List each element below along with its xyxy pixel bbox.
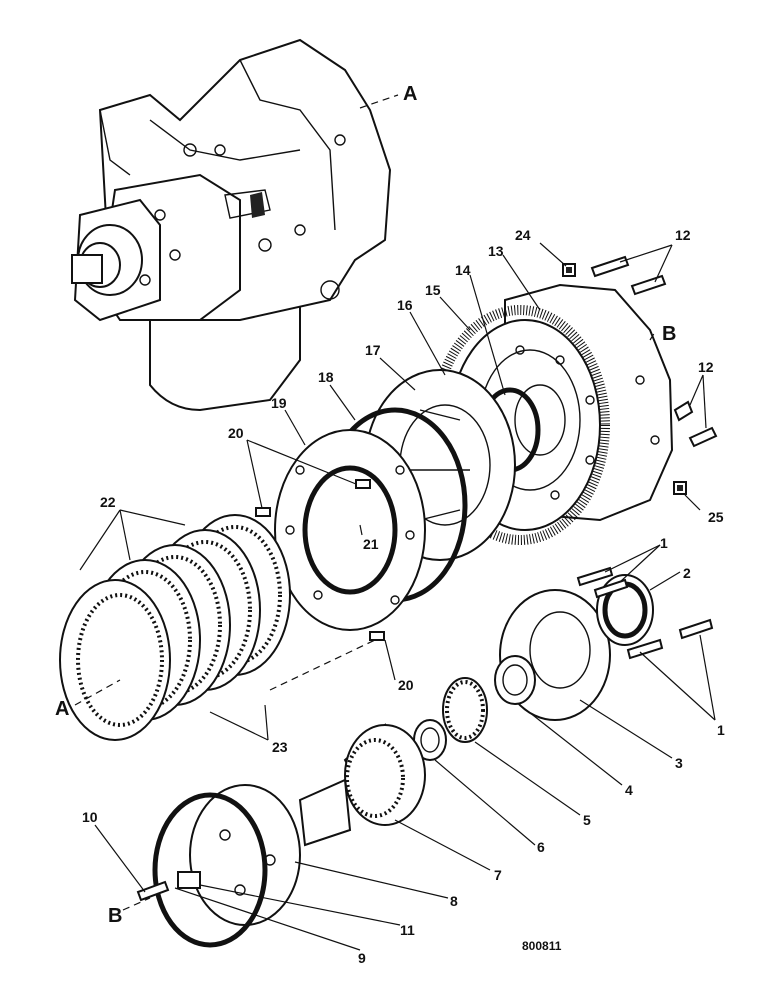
ring-21 [302, 465, 398, 595]
bolt-10 [136, 880, 170, 902]
ref-a-left: A [55, 698, 69, 720]
label-8: 8 [450, 893, 458, 909]
label-22: 22 [100, 494, 116, 510]
dowel-11 [177, 871, 201, 889]
pin-20c [369, 631, 385, 641]
label-4: 4 [625, 782, 633, 798]
label-14: 14 [455, 262, 471, 278]
label-24: 24 [515, 227, 531, 243]
gearbox-housing [71, 38, 392, 412]
label-1-top: 1 [660, 535, 668, 551]
plug-24 [562, 263, 576, 277]
label-2: 2 [683, 565, 691, 581]
label-12-top: 12 [675, 227, 691, 243]
bearing-4 [494, 655, 536, 705]
gear-5 [442, 677, 488, 743]
label-19: 19 [271, 395, 287, 411]
label-10: 10 [82, 809, 98, 825]
bolt-group-12-right [673, 400, 718, 448]
label-11: 11 [400, 922, 415, 938]
pin-20a [255, 507, 271, 517]
label-25: 25 [708, 509, 724, 525]
label-5: 5 [583, 812, 591, 828]
ref-b-right: B [662, 323, 676, 345]
plate-19 [274, 429, 426, 631]
label-16: 16 [397, 297, 413, 313]
label-6: 6 [537, 839, 545, 855]
label-20-bottom: 20 [398, 677, 414, 693]
label-21: 21 [363, 536, 379, 552]
callout-labels: A B A B 12 12 24 13 14 15 16 17 18 19 20… [55, 83, 725, 966]
ref-a-top: A [403, 83, 417, 105]
label-20-top: 20 [228, 425, 244, 441]
label-7: 7 [494, 867, 502, 883]
ring-gear-7 [343, 723, 426, 826]
bolt-group-12-top [590, 255, 667, 296]
label-18: 18 [318, 369, 334, 385]
plug-25 [673, 481, 687, 495]
front-housing-3 [499, 566, 714, 721]
output-carrier-8 [152, 778, 352, 948]
ref-b-left: B [108, 905, 122, 927]
label-17: 17 [365, 342, 381, 358]
label-3: 3 [675, 755, 683, 771]
label-9: 9 [358, 950, 366, 966]
label-12-right: 12 [698, 359, 714, 375]
label-13: 13 [488, 243, 504, 259]
label-23: 23 [272, 739, 288, 755]
label-15: 15 [425, 282, 441, 298]
label-1-bottom: 1 [717, 722, 725, 738]
clutch-pack [59, 514, 291, 741]
o-ring-9 [152, 792, 268, 948]
leader-lines [74, 94, 716, 951]
pin-20b [355, 479, 371, 489]
drawing-code: 800811 [522, 939, 562, 953]
